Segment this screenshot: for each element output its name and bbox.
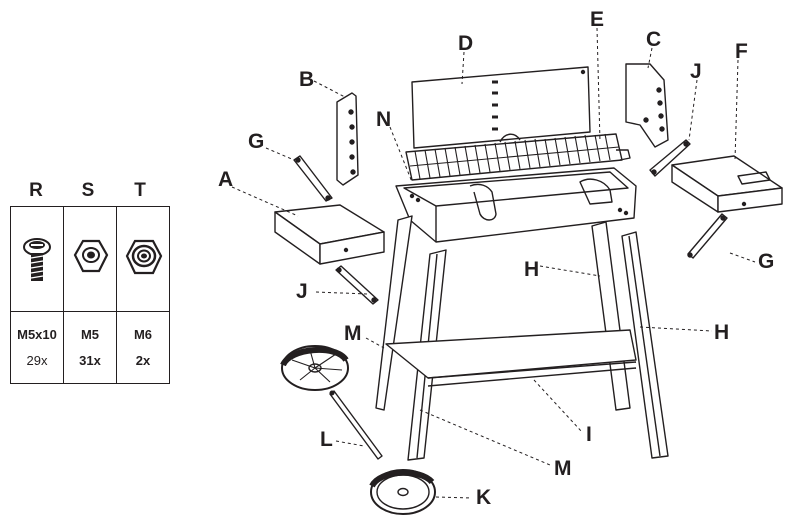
part-e-grill-grate	[405, 133, 631, 181]
label-g-upper: G	[248, 130, 264, 153]
label-k: K	[476, 486, 491, 509]
label-d: D	[458, 32, 473, 55]
label-i: I	[586, 423, 592, 446]
part-f-side-table	[671, 155, 783, 213]
label-b: B	[299, 68, 314, 91]
label-m-upper: M	[344, 322, 362, 345]
part-c-bracket	[625, 63, 669, 148]
hardware-letter-t: T	[134, 180, 146, 201]
lock-nut-icon	[125, 239, 163, 275]
hardware-letter-s: S	[81, 180, 95, 201]
hardware-size-t: M6	[133, 327, 153, 342]
hardware-qty-r: 29x	[26, 353, 48, 368]
label-n: N	[376, 108, 391, 131]
label-f: F	[735, 40, 748, 63]
hardware-divider	[11, 311, 169, 312]
label-h-lower: H	[714, 321, 729, 344]
hardware-qty-t: 2x	[135, 353, 151, 368]
label-h-upper: H	[524, 258, 539, 281]
hardware-column-r	[11, 207, 64, 383]
label-j-left: J	[296, 280, 308, 303]
part-k-wheel	[369, 469, 436, 515]
hardware-table: M5x10 M5 M6 29x 31x 2x	[10, 206, 170, 384]
hardware-qty-s: 31x	[79, 353, 101, 368]
hardware-letter-r: R	[29, 180, 43, 201]
part-m-wheel-exploded	[280, 345, 349, 391]
part-l-axle	[329, 390, 383, 460]
part-j-brace-right	[649, 139, 691, 177]
label-a: A	[218, 168, 233, 191]
label-e: E	[590, 8, 604, 31]
hardware-size-r: M5x10	[17, 327, 57, 342]
bolt-icon	[23, 238, 51, 281]
label-m-lower: M	[554, 457, 572, 480]
part-d-back-panel	[411, 66, 591, 149]
part-g-brace-lower	[687, 213, 728, 259]
hardware-size-s: M5	[80, 327, 100, 342]
label-l: L	[320, 428, 333, 451]
part-h-leg-front-right	[621, 231, 669, 459]
part-j-brace-left	[335, 265, 379, 305]
label-c: C	[646, 28, 661, 51]
part-a-side-table	[274, 204, 385, 265]
nut-icon	[73, 239, 109, 273]
part-b-bracket	[336, 92, 359, 186]
part-i-shelf	[385, 329, 637, 387]
part-h-leg-rear-left	[375, 215, 413, 411]
label-j-right: J	[690, 60, 702, 83]
label-g-lower: G	[758, 250, 774, 273]
part-g-brace-upper	[293, 155, 333, 202]
hardware-column-s	[64, 207, 117, 383]
